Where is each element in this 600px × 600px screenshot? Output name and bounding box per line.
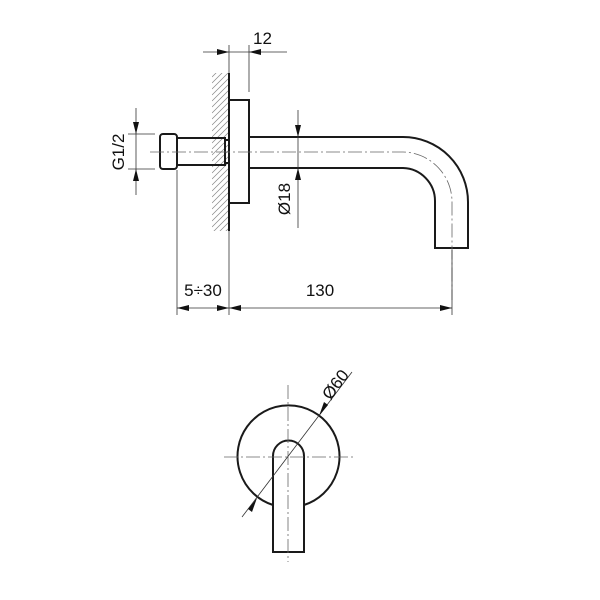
dimension-label-130: 130 <box>306 281 334 300</box>
hatch-line <box>212 185 229 204</box>
hatch-line <box>212 161 229 180</box>
dimension-label-12: 12 <box>253 29 272 48</box>
dimension-flange-depth: 12 <box>203 29 287 92</box>
dimension-thread: G1/2 <box>109 108 155 195</box>
hatch-line <box>212 125 229 144</box>
hatch-line <box>212 240 229 257</box>
hatch-line <box>212 234 229 251</box>
dimension-rosette-diameter: Ø60 <box>241 366 353 518</box>
hatch-line <box>212 101 229 120</box>
hatch-line <box>212 209 229 228</box>
dimension-bottom: 5÷30 130 <box>176 170 453 315</box>
centerline <box>150 151 453 300</box>
wall-hatch <box>212 73 229 263</box>
hatch-line <box>212 89 229 108</box>
hatch-line <box>212 83 229 102</box>
dimension-label-5-30: 5÷30 <box>184 281 222 300</box>
hatch-line <box>212 246 229 263</box>
hatch-line <box>212 143 229 162</box>
side-view: 12 G1/2 Ø18 5÷30 130 <box>109 29 469 315</box>
hatch-line <box>212 203 229 222</box>
spout <box>249 136 469 249</box>
rosette <box>236 404 341 506</box>
inlet-step <box>224 139 230 164</box>
hatch-line <box>212 77 229 96</box>
front-view: Ø60 <box>224 366 354 562</box>
dimension-label-18: Ø18 <box>275 183 294 215</box>
flange <box>228 99 250 204</box>
hatch-line <box>212 173 229 192</box>
dimension-pipe-diameter: Ø18 <box>275 110 301 228</box>
dimension-label-g12: G1/2 <box>109 134 128 171</box>
hatch-line <box>219 221 229 231</box>
hatch-line <box>212 95 229 114</box>
hatch-line <box>212 73 229 90</box>
dimension-label-60: Ø60 <box>318 366 353 403</box>
hatch-line <box>212 197 229 216</box>
hatch-line <box>212 73 223 84</box>
hatch-line <box>212 119 229 138</box>
hatch-line <box>212 73 217 78</box>
hatch-line <box>212 107 229 126</box>
hatch-line <box>213 215 229 231</box>
hatch-line <box>212 167 229 186</box>
hatch-line <box>212 131 229 150</box>
hatch-line <box>212 191 229 210</box>
inlet-nut <box>159 133 178 170</box>
hatch-line <box>212 113 229 132</box>
hatch-line <box>225 227 229 231</box>
hatch-line <box>212 179 229 198</box>
handle <box>272 439 305 553</box>
